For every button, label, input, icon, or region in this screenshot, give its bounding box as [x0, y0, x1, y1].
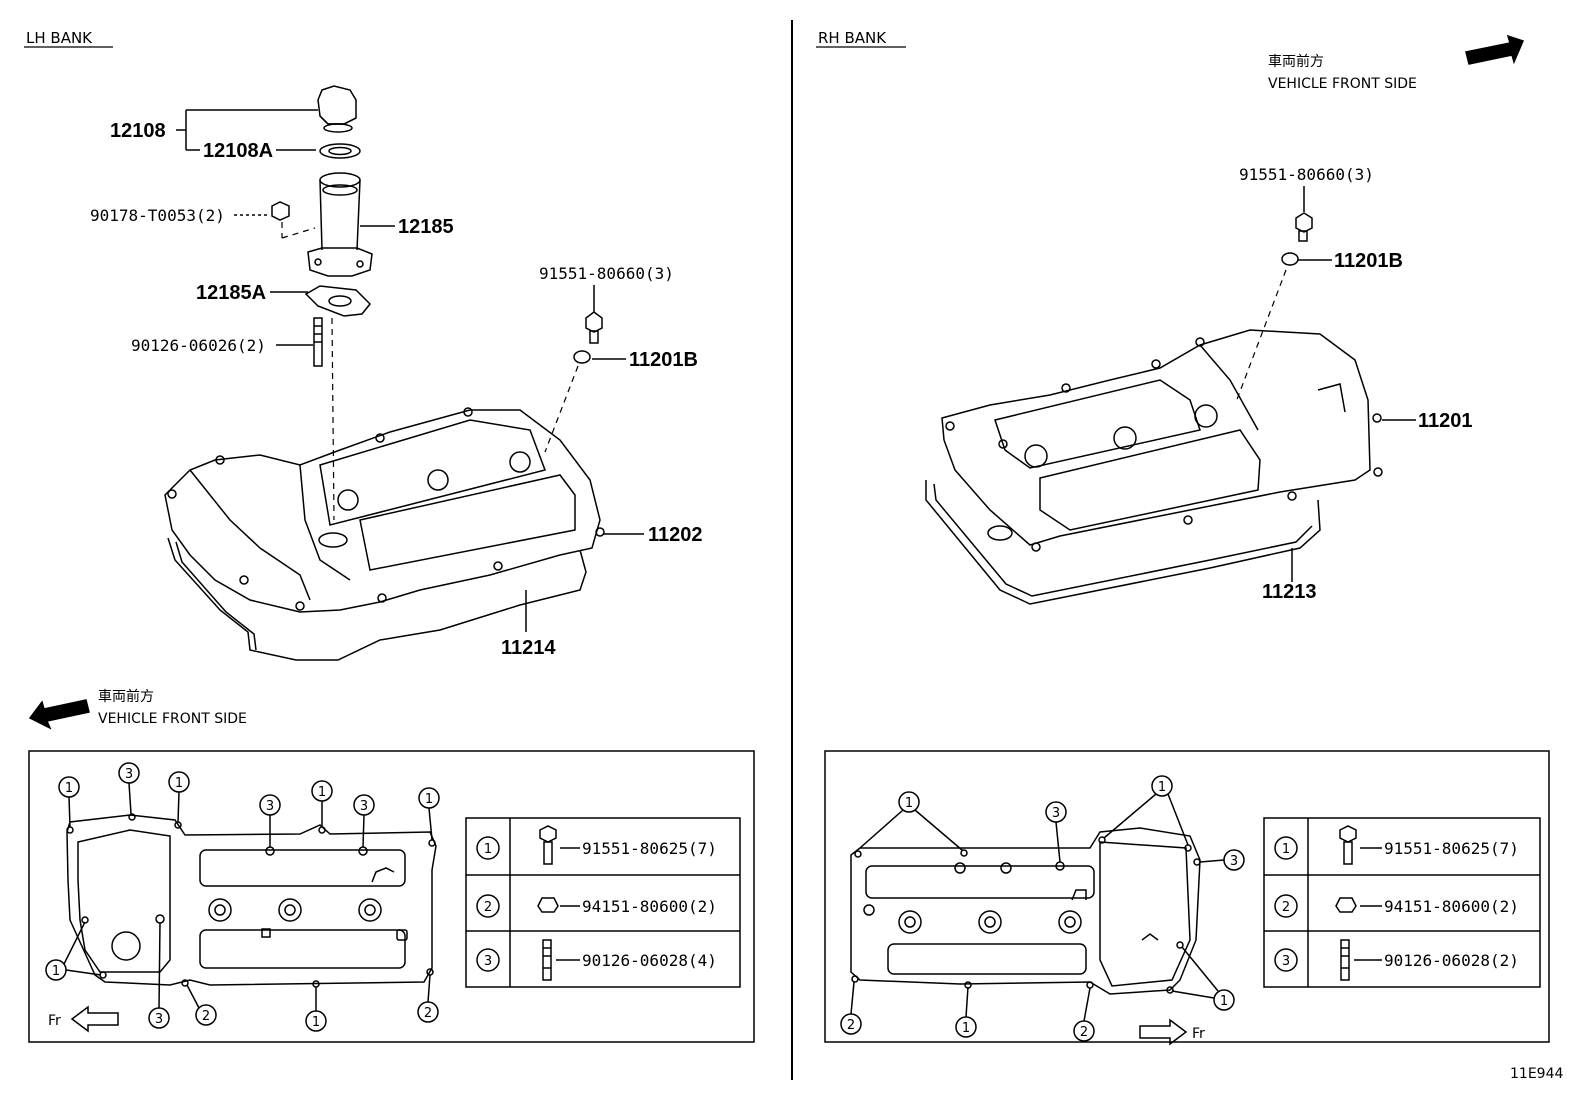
svg-text:1: 1	[962, 1021, 970, 1036]
part-label-90126: 90126-06026(2)	[131, 336, 266, 355]
vehicle-front-jp-rh: 車両前方	[1268, 53, 1324, 70]
lh-table-key-1: 1	[484, 842, 492, 857]
svg-text:1: 1	[65, 781, 73, 796]
stud-90126-drawing	[313, 317, 323, 367]
rh-bank-section	[816, 34, 1550, 1046]
lh-bolt-table	[465, 817, 741, 988]
part-label-12185: 12185	[398, 216, 454, 238]
part-label-12108a: 12108A	[203, 140, 273, 162]
rh-text-labels: RH BANK 車両前方 VEHICLE FRONT SIDE 91551-80…	[818, 29, 1519, 1042]
part-label-12185a: 12185A	[196, 282, 266, 304]
svg-text:1: 1	[318, 785, 326, 800]
lh-bank-title: LH BANK	[26, 29, 93, 47]
rh-bank-title: RH BANK	[818, 29, 887, 47]
svg-text:1: 1	[1158, 780, 1166, 795]
rh-table-part-1: 91551-80625(7)	[1384, 839, 1519, 858]
lh-bank-section	[24, 46, 755, 1043]
bolt-91551-rh-drawing	[1295, 212, 1313, 242]
svg-text:1: 1	[905, 796, 913, 811]
lh-callouts	[45, 762, 440, 1032]
washer-11201b-lh-drawing	[573, 350, 591, 364]
nut-90178-drawing	[271, 201, 290, 221]
svg-text:1: 1	[175, 776, 183, 791]
svg-text:3: 3	[125, 767, 133, 782]
stud-bolt-icon	[542, 939, 552, 981]
rh-cylinder-head-cover-drawing	[925, 329, 1383, 605]
lh-table-key-3: 3	[484, 954, 492, 969]
filler-pipe-gasket-drawing	[304, 285, 372, 317]
washer-11201b-rh-drawing	[1281, 252, 1299, 266]
part-label-91551-rh: 91551-80660(3)	[1239, 165, 1374, 184]
svg-text:2: 2	[202, 1009, 210, 1024]
rh-bolt-table	[1263, 817, 1541, 988]
rh-gasket-outline-drawing	[850, 827, 1201, 995]
svg-text:1: 1	[312, 1015, 320, 1030]
svg-text:2: 2	[847, 1018, 855, 1033]
fr-label-rh: Fr	[1192, 1026, 1205, 1042]
lh-table-part-3: 90126-06028(4)	[582, 951, 717, 970]
lh-gasket-outline-drawing	[66, 813, 437, 988]
svg-text:2: 2	[424, 1006, 432, 1021]
rh-bolt-layout-box	[824, 750, 1550, 1043]
part-label-11201: 11201	[1418, 410, 1473, 432]
flange-bolt-icon	[539, 825, 557, 843]
svg-text:2: 2	[1080, 1025, 1088, 1040]
oil-filler-pipe-drawing	[307, 172, 373, 277]
flange-nut-icon	[1335, 897, 1357, 913]
vehicle-front-arrow-rh-icon	[1465, 34, 1525, 65]
svg-text:1: 1	[425, 792, 433, 807]
flange-nut-icon	[537, 897, 559, 913]
vehicle-front-en-rh: VEHICLE FRONT SIDE	[1268, 76, 1417, 92]
fr-label-lh: Fr	[48, 1013, 61, 1029]
svg-text:3: 3	[155, 1012, 163, 1027]
part-label-11202: 11202	[648, 524, 703, 546]
svg-text:3: 3	[1230, 854, 1238, 869]
lh-table-part-2: 94151-80600(2)	[582, 897, 717, 916]
part-label-11201b-lh: 11201B	[629, 349, 698, 371]
figure-code: 11E944	[1510, 1066, 1563, 1082]
svg-text:1: 1	[1220, 994, 1228, 1009]
bolt-91551-lh-drawing	[585, 311, 603, 344]
lh-table-key-2: 2	[484, 900, 492, 915]
fr-arrow-lh-icon	[70, 1005, 119, 1033]
vehicle-front-arrow-lh-icon	[28, 699, 90, 730]
part-label-11213: 11213	[1262, 581, 1317, 603]
lh-cylinder-head-cover-drawing	[164, 407, 605, 661]
rh-table-key-1: 1	[1282, 842, 1290, 857]
rh-table-part-3: 90126-06028(2)	[1384, 951, 1519, 970]
part-label-12108: 12108	[110, 120, 166, 142]
rh-table-part-2: 94151-80600(2)	[1384, 897, 1519, 916]
flange-bolt-icon	[1339, 825, 1357, 843]
vehicle-front-en-lh: VEHICLE FRONT SIDE	[98, 711, 247, 727]
svg-text:3: 3	[360, 799, 368, 814]
part-label-90178: 90178-T0053(2)	[90, 206, 225, 225]
part-label-91551-lh: 91551-80660(3)	[539, 264, 674, 283]
svg-text:3: 3	[266, 799, 274, 814]
svg-text:1: 1	[52, 964, 60, 979]
vehicle-front-jp-lh: 車両前方	[98, 688, 154, 705]
lh-bolt-layout-box	[28, 750, 755, 1043]
part-label-11201b-rh: 11201B	[1334, 250, 1403, 272]
stud-bolt-icon	[1340, 939, 1350, 981]
oil-filler-cap-drawing	[317, 85, 361, 159]
rh-table-key-3: 3	[1282, 954, 1290, 969]
part-label-11214: 11214	[501, 637, 556, 659]
lh-text-labels: LH BANK 12108 12108A 90178-T0053(2) 1218…	[26, 29, 717, 1030]
lh-table-part-1: 91551-80625(7)	[582, 839, 717, 858]
svg-text:3: 3	[1052, 806, 1060, 821]
rh-callouts	[840, 775, 1245, 1042]
rh-table-key-2: 2	[1282, 900, 1290, 915]
fr-arrow-rh-icon	[1139, 1018, 1188, 1046]
